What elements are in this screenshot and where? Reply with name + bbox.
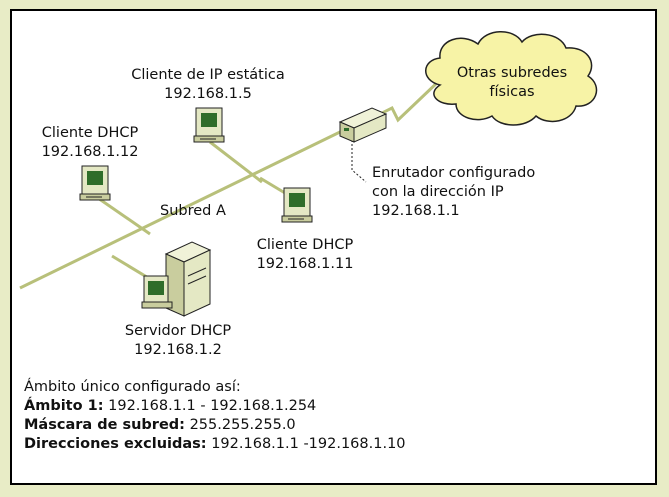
router-line1: Enrutador configurado bbox=[372, 165, 536, 181]
router-leader-line bbox=[351, 140, 367, 183]
dhcp-server-label: Servidor DHCP 192.168.1.2 bbox=[108, 322, 248, 360]
subnet-label: Subred A bbox=[160, 203, 226, 219]
mask-label: Máscara de subred: bbox=[24, 417, 185, 433]
dhcp12-name: Cliente DHCP bbox=[41, 125, 139, 141]
dhcp-server-icon bbox=[141, 241, 212, 317]
static-client-drop bbox=[209, 140, 263, 184]
static-client-computer-icon bbox=[193, 107, 225, 143]
dhcp12-ip: 192.168.1.12 bbox=[41, 144, 139, 160]
dhcp11-label: Cliente DHCP 192.168.1.11 bbox=[240, 236, 370, 274]
router-label: Enrutador configurado con la dirección I… bbox=[372, 164, 535, 221]
backbone-cable bbox=[19, 130, 341, 290]
cloud-line2: físicas bbox=[489, 84, 535, 100]
dhcp12-drop bbox=[94, 194, 151, 236]
excluded-line: Direcciones excluidas: 192.168.1.1 -192.… bbox=[24, 435, 406, 454]
router-icon bbox=[338, 107, 388, 143]
router-line2: con la dirección IP bbox=[372, 184, 504, 200]
static-client-name: Cliente de IP estática bbox=[131, 67, 285, 83]
cloud-line1: Otras subredes bbox=[456, 65, 568, 81]
mask-line: Máscara de subred: 255.255.255.0 bbox=[24, 416, 406, 435]
dhcp-server-ip: 192.168.1.2 bbox=[134, 342, 222, 358]
scope-value: 192.168.1.1 - 192.168.1.254 bbox=[108, 398, 317, 414]
router-ip: 192.168.1.1 bbox=[372, 203, 460, 219]
dhcp12-computer-icon bbox=[79, 165, 111, 201]
dhcp11-ip: 192.168.1.11 bbox=[256, 256, 354, 272]
cloud-icon bbox=[425, 31, 598, 126]
scope-intro: Ámbito único configurado así: bbox=[24, 379, 241, 395]
static-client-label: Cliente de IP estática 192.168.1.5 bbox=[108, 66, 308, 104]
excluded-value: 192.168.1.1 -192.168.1.10 bbox=[211, 436, 406, 452]
cloud-label: Otras subredes físicas bbox=[432, 64, 592, 102]
dhcp11-computer-icon bbox=[281, 187, 313, 223]
scope-notes: Ámbito único configurado así: Ámbito 1: … bbox=[24, 378, 406, 454]
scope-label: Ámbito 1: bbox=[24, 398, 104, 414]
static-client-ip: 192.168.1.5 bbox=[164, 86, 252, 102]
mask-value: 255.255.255.0 bbox=[189, 417, 296, 433]
scope-line: Ámbito 1: 192.168.1.1 - 192.168.1.254 bbox=[24, 397, 406, 416]
dhcp-server-name: Servidor DHCP bbox=[124, 323, 232, 339]
dhcp11-name: Cliente DHCP bbox=[256, 237, 354, 253]
excluded-label: Direcciones excluidas: bbox=[24, 436, 207, 452]
dhcp12-label: Cliente DHCP 192.168.1.12 bbox=[30, 124, 150, 162]
